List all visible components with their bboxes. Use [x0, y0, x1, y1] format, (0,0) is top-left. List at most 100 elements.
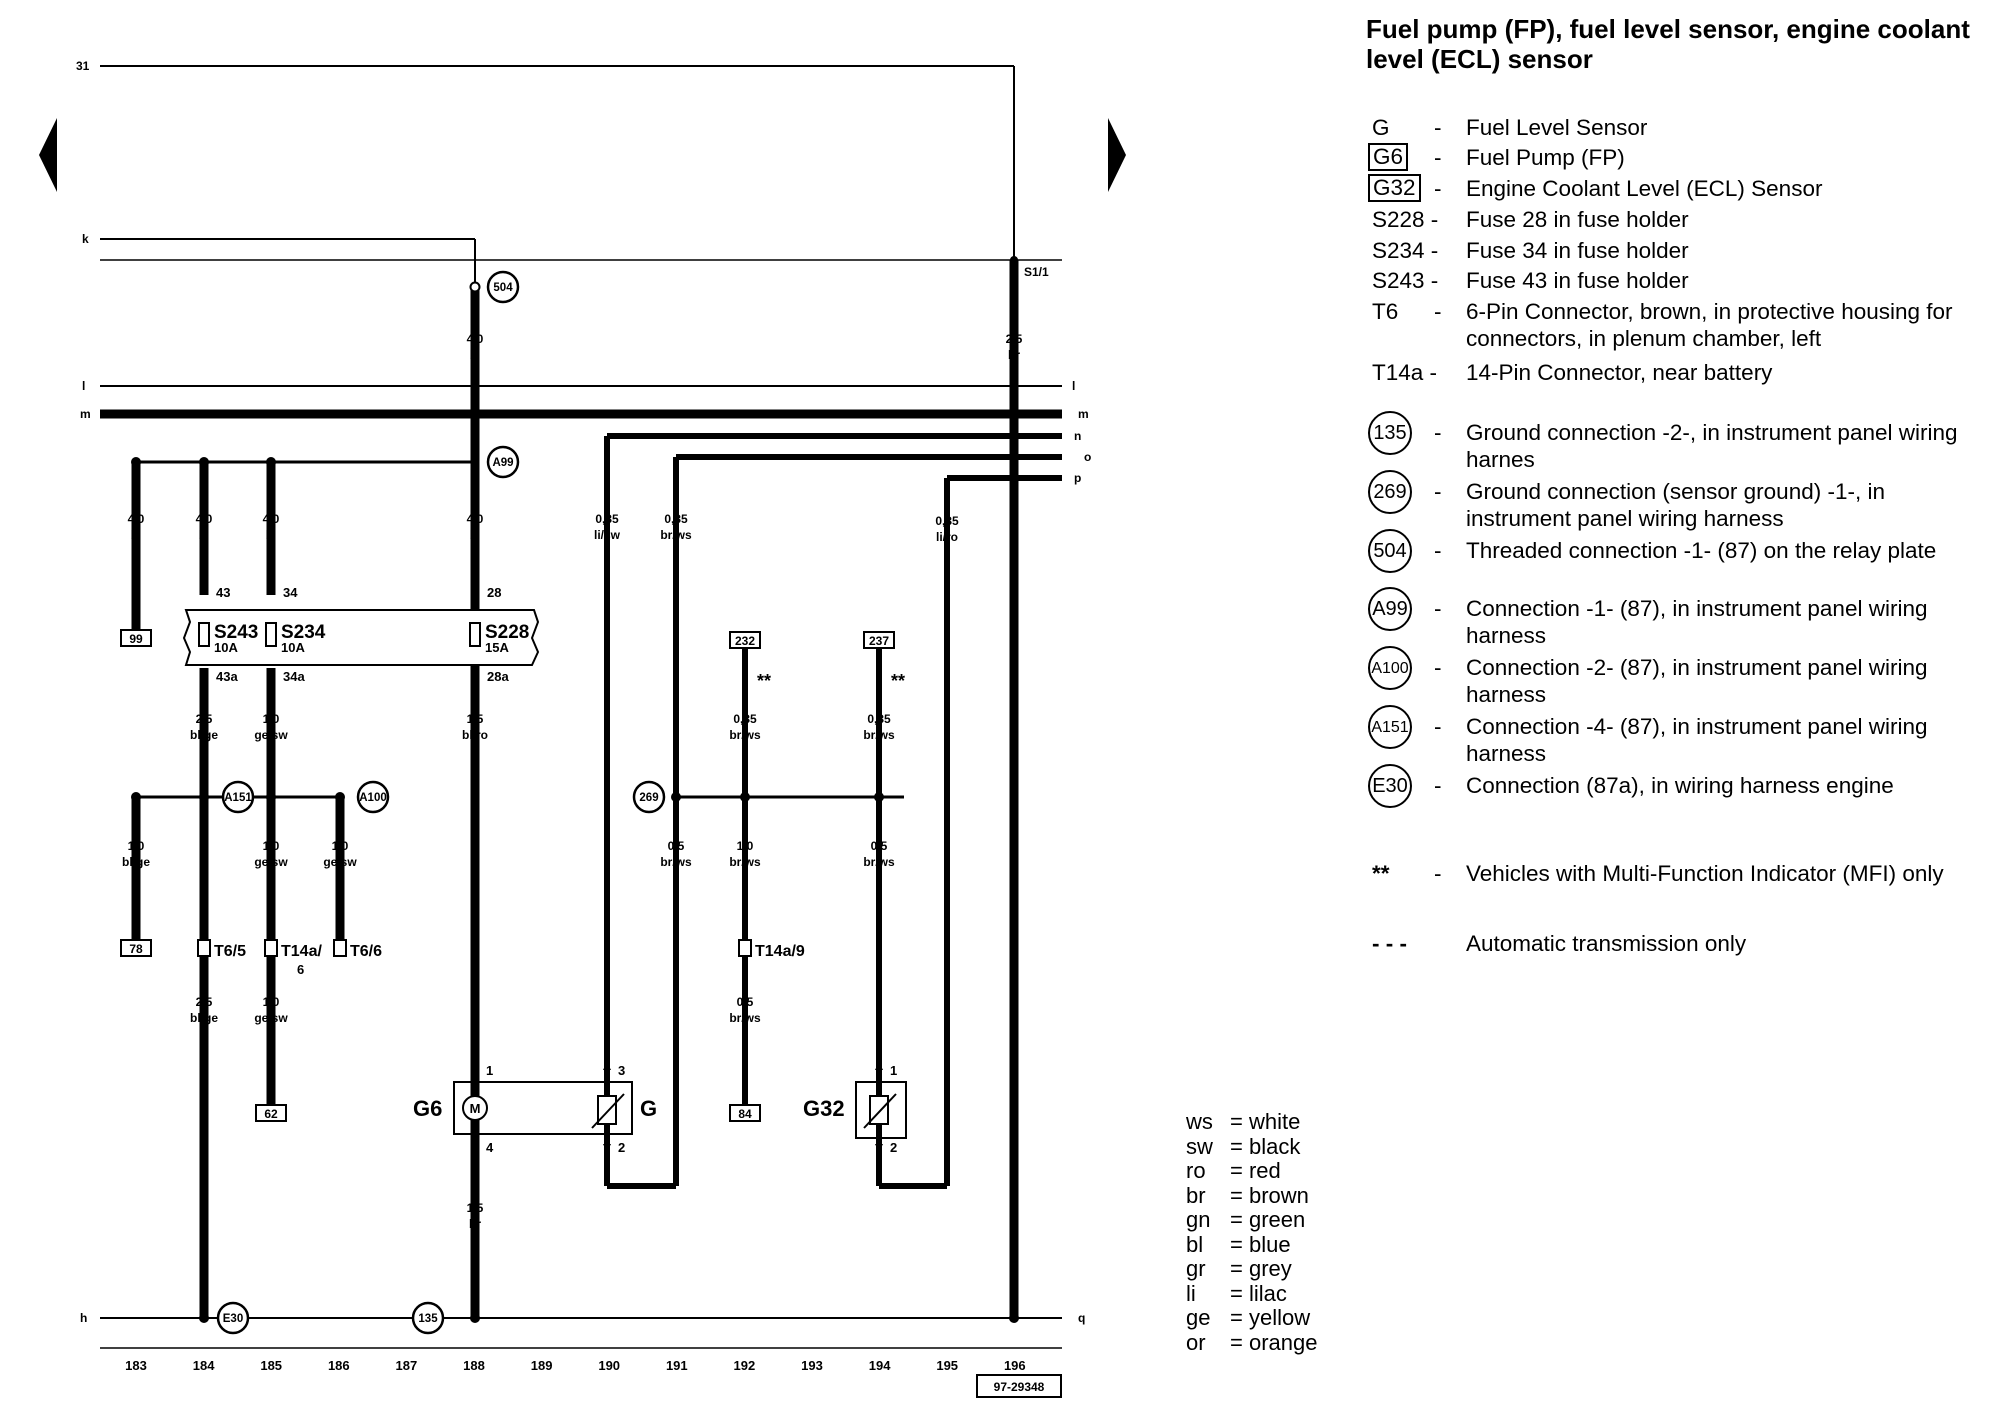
arrow-down-icon: [200, 675, 208, 683]
wire-label: 2,5: [1006, 332, 1023, 346]
fuse-s228-label: S228: [485, 622, 529, 643]
fuse-s234-out-pin: 34a: [283, 669, 305, 684]
color-abbreviation: ge: [1186, 1305, 1211, 1330]
color-name: = red: [1230, 1158, 1281, 1183]
color-abbreviation: br: [1186, 1182, 1206, 1208]
track-number: 186: [328, 1358, 350, 1373]
legend-description: Fuse 28 in fuse holder: [1466, 207, 1689, 232]
legend-description: 6-Pin Connector, brown, in protective ho…: [1466, 299, 1953, 351]
legend-title: Fuel pump (FP), fuel level sensor, engin…: [1366, 14, 1970, 74]
bus-n-label: n: [1074, 429, 1081, 443]
connection-circle-icon: E30: [1368, 764, 1412, 808]
color-name: = white: [1230, 1109, 1301, 1134]
wire-label: bl/ge: [122, 855, 150, 869]
legend-code: G6: [1368, 143, 1409, 171]
color-name: = orange: [1230, 1329, 1318, 1355]
wire-label: br/ws: [729, 855, 761, 869]
legend-description: 14-Pin Connector, near battery: [1466, 360, 1773, 385]
connector-t14a9-symbol: [738, 939, 752, 957]
g32-sensor-arrow: [863, 1093, 897, 1129]
wire-label: ge/sw: [323, 855, 357, 869]
circle-269-label: 269: [639, 792, 658, 804]
bus-l-label-right: l: [1072, 379, 1075, 393]
track-number: 183: [125, 1358, 147, 1373]
arrow-up-icon: [875, 1062, 883, 1070]
connector-t65-label: T6/5: [214, 943, 246, 960]
fuse-s228-symbol: [469, 622, 481, 647]
junction-dot: [1010, 256, 1018, 264]
legend-code: T6: [1372, 299, 1399, 324]
track-number: 187: [396, 1358, 418, 1373]
bus-o-label: o: [1084, 450, 1091, 464]
wire-label: 0,35: [733, 712, 757, 726]
junction-dot: [335, 792, 345, 802]
junction-dot: [199, 792, 209, 802]
wire-label: br/ws: [729, 728, 761, 742]
wire-label: br/ws: [660, 528, 692, 542]
motor-label: M: [470, 1101, 481, 1116]
ref-box-99-label: 99: [129, 632, 143, 646]
ref-box-62-label: 62: [264, 1107, 278, 1121]
connection-circle-icon: A99: [1368, 587, 1412, 631]
pin-label: 1: [890, 1063, 897, 1078]
next-page-arrow-icon[interactable]: [1108, 118, 1126, 192]
legend-dash: -: [1434, 299, 1442, 324]
wire-label: br: [469, 1217, 481, 1231]
ref-box-232-label: 232: [735, 634, 755, 648]
connector-t65-symbol: [197, 939, 211, 957]
terminal-open-dot: [469, 281, 481, 293]
ref-box-84-label: 84: [738, 1107, 752, 1121]
fuse-s228-out-pin: 28a: [487, 669, 509, 684]
track-number: 193: [801, 1358, 823, 1373]
color-name: = lilac: [1230, 1280, 1287, 1306]
legend-code: S228 -: [1372, 207, 1439, 232]
junction-dot: [199, 457, 209, 467]
wire-label: bl: [199, 528, 210, 542]
wire-label: li/ro: [936, 530, 958, 544]
junction-dot: [1009, 1313, 1019, 1323]
fuse-s234-rating: 10A: [281, 640, 305, 655]
junction-dot: [266, 792, 276, 802]
wire-label: ge/sw: [254, 855, 288, 869]
circle-a99-label: A99: [492, 457, 513, 469]
color-abbreviation: bl: [1186, 1231, 1204, 1257]
connector-t14a6-label: T14a/: [281, 943, 322, 960]
wire-label: 4,0: [196, 512, 213, 526]
wire-label: bl: [470, 528, 481, 542]
wire-label: 0,35: [664, 512, 688, 526]
circle-135-label: 135: [418, 1313, 438, 1325]
wire-label: 4,0: [128, 512, 145, 526]
previous-page-arrow-icon[interactable]: [39, 118, 57, 192]
connection-circle-icon: 135: [1368, 411, 1412, 455]
legend-code: S234 -: [1372, 238, 1439, 263]
color-name: = black: [1230, 1133, 1301, 1159]
connector-t14a9-label: T14a/9: [755, 943, 805, 960]
legend-description: Engine Coolant Level (ECL) Sensor: [1466, 176, 1823, 201]
g6-g-component-box: [453, 1081, 633, 1135]
legend-code: T14a -: [1372, 360, 1438, 385]
arrow-down-icon: [471, 675, 479, 683]
legend-dash: -: [1434, 176, 1442, 201]
wire-label: 1,5: [467, 1201, 484, 1215]
wire-label: bl/ge: [190, 1011, 218, 1025]
legend-code: **: [1372, 861, 1390, 886]
s11-label: S1/1: [1024, 265, 1049, 279]
circle-e30: [216, 1301, 250, 1335]
junction-dot: [874, 792, 884, 802]
wire-label: 0,35: [595, 512, 619, 526]
wire-label: 0,5: [871, 839, 888, 853]
fuse-s243-rating: 10A: [214, 640, 238, 655]
legend-description: Connection -4- (87), in instrument panel…: [1466, 714, 1928, 766]
track-number: 192: [734, 1358, 756, 1373]
legend-code: G: [1372, 115, 1390, 140]
color-abbreviation: ws: [1186, 1109, 1213, 1134]
legend-code: S243 -: [1372, 268, 1439, 293]
circle-504: [486, 270, 520, 304]
drawing-number: 97-29348: [994, 1380, 1045, 1394]
connection-circle-icon: 269: [1368, 470, 1412, 514]
legend-dash: -: [1434, 861, 1442, 886]
circle-a100: [356, 780, 390, 814]
wire-label: 1,0: [332, 839, 349, 853]
connection-circle-icon: A151: [1368, 705, 1412, 749]
legend-dash: -: [1434, 420, 1442, 445]
